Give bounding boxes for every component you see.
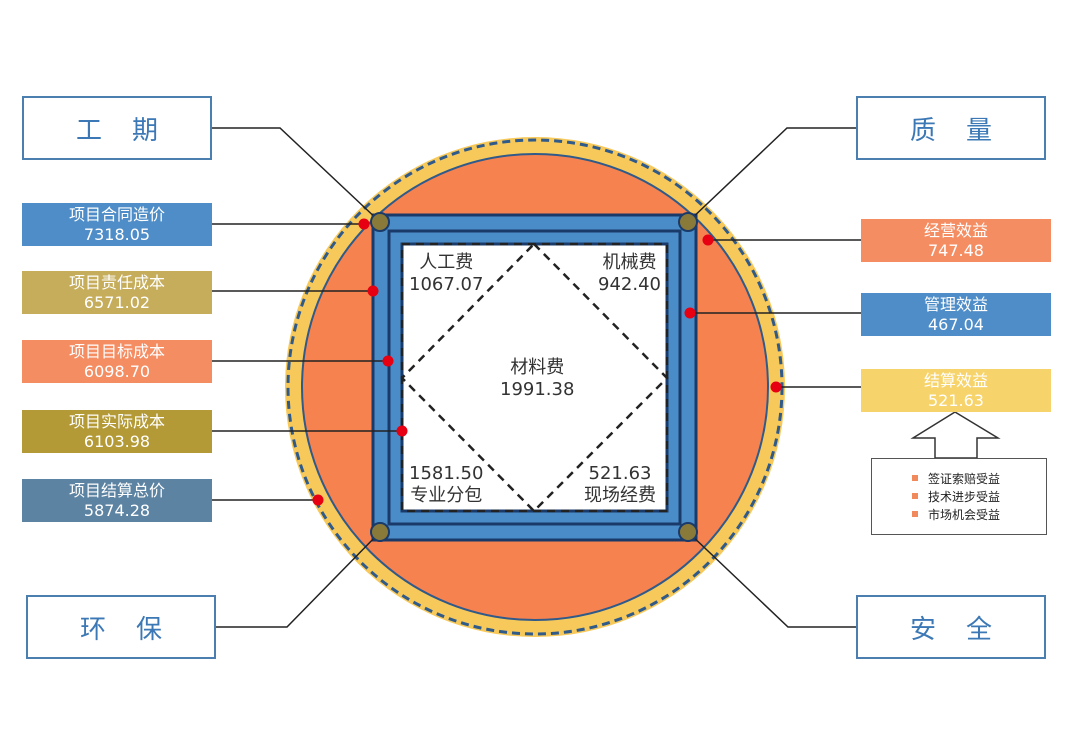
benefit-claim-label: 签证索赔受益 xyxy=(928,471,1001,486)
settlement-benefit-box: 结算效益 521.63 xyxy=(861,369,1051,412)
machinery-cost-value: 942.40 xyxy=(598,274,661,295)
site-cost-value: 521.63 xyxy=(588,463,652,484)
marker-actual-cost xyxy=(396,425,408,437)
responsibility-cost-box: 项目责任成本 6571.02 xyxy=(22,271,212,314)
settlement-price-box: 项目结算总价 5874.28 xyxy=(22,479,212,522)
quality-box: 质量 xyxy=(856,96,1046,160)
settlement-price-value: 5874.28 xyxy=(83,500,151,520)
list-item: 市场机会受益 xyxy=(912,505,1046,523)
benefit-tech-label: 技术进步受益 xyxy=(928,489,1001,504)
business-benefit-value: 747.48 xyxy=(928,240,984,260)
responsibility-cost-label: 项目责任成本 xyxy=(68,272,165,292)
subcontract-cost: 1581.50 专业分包 xyxy=(409,463,483,507)
list-item: 签证索赔受益 xyxy=(912,469,1046,487)
business-benefit-box: 经营效益 747.48 xyxy=(861,219,1051,262)
node-bottom-right xyxy=(678,522,698,542)
connector-bottom-left xyxy=(216,531,381,628)
list-item: 技术进步受益 xyxy=(912,487,1046,505)
benefit-market-label: 市场机会受益 xyxy=(928,507,1001,522)
target-cost-box: 项目目标成本 6098.70 xyxy=(22,340,212,383)
management-benefit-label: 管理效益 xyxy=(923,294,988,314)
responsibility-cost-value: 6571.02 xyxy=(83,292,151,312)
site-cost-label: 现场经费 xyxy=(584,485,656,506)
management-benefit-value: 467.04 xyxy=(928,314,984,334)
machinery-cost: 机械费 942.40 xyxy=(598,252,661,296)
machinery-cost-label: 机械费 xyxy=(602,252,657,273)
labor-cost-label: 人工费 xyxy=(419,252,474,273)
square-frame-mid xyxy=(387,229,682,526)
management-benefit-box: 管理效益 467.04 xyxy=(861,293,1051,336)
environment-box: 环保 xyxy=(26,595,216,659)
safety-box: 安全 xyxy=(856,595,1046,659)
marker-settlement-benefit xyxy=(770,381,782,393)
marker-responsibility-cost xyxy=(367,285,379,297)
actual-cost-value: 6103.98 xyxy=(83,431,151,451)
actual-cost-box: 项目实际成本 6103.98 xyxy=(22,410,212,453)
bullet-icon xyxy=(912,475,918,481)
marker-target-cost xyxy=(382,355,394,367)
marker-management-benefit xyxy=(684,307,696,319)
contract-price-value: 7318.05 xyxy=(83,224,151,244)
node-bottom-left xyxy=(370,522,390,542)
bullet-icon xyxy=(912,511,918,517)
contract-price-box: 项目合同造价 7318.05 xyxy=(22,203,212,246)
subcontract-cost-label: 专业分包 xyxy=(410,485,483,506)
node-top-left xyxy=(370,212,390,232)
material-cost-label: 材料费 xyxy=(510,357,565,378)
labor-cost: 人工费 1067.07 xyxy=(409,252,483,296)
bullet-icon xyxy=(912,493,918,499)
subcontract-cost-value: 1581.50 xyxy=(409,463,484,484)
marker-contract-price xyxy=(358,218,370,230)
connector-bottom-right xyxy=(687,531,857,628)
connector-top-left xyxy=(212,127,381,223)
material-cost: 材料费 1991.38 xyxy=(500,357,574,401)
settlement-price-label: 项目结算总价 xyxy=(68,480,165,500)
material-cost-value: 1991.38 xyxy=(500,379,575,400)
contract-price-label: 项目合同造价 xyxy=(68,204,165,224)
marker-settlement-price xyxy=(312,494,324,506)
node-top-right xyxy=(678,212,698,232)
settlement-benefit-label: 结算效益 xyxy=(923,370,988,390)
target-cost-label: 项目目标成本 xyxy=(68,341,165,361)
labor-cost-value: 1067.07 xyxy=(409,274,484,295)
actual-cost-label: 项目实际成本 xyxy=(68,411,165,431)
settlement-benefit-value: 521.63 xyxy=(928,390,984,410)
target-cost-value: 6098.70 xyxy=(83,361,151,381)
square-inner xyxy=(400,242,669,513)
benefit-arrow xyxy=(910,411,1001,459)
business-benefit-label: 经营效益 xyxy=(923,220,988,240)
benefit-list: 签证索赔受益 技术进步受益 市场机会受益 xyxy=(871,458,1047,535)
connector-top-right xyxy=(687,127,857,223)
site-cost: 521.63 现场经费 xyxy=(584,463,656,507)
schedule-box: 工期 xyxy=(22,96,212,160)
marker-business-benefit xyxy=(702,234,714,246)
